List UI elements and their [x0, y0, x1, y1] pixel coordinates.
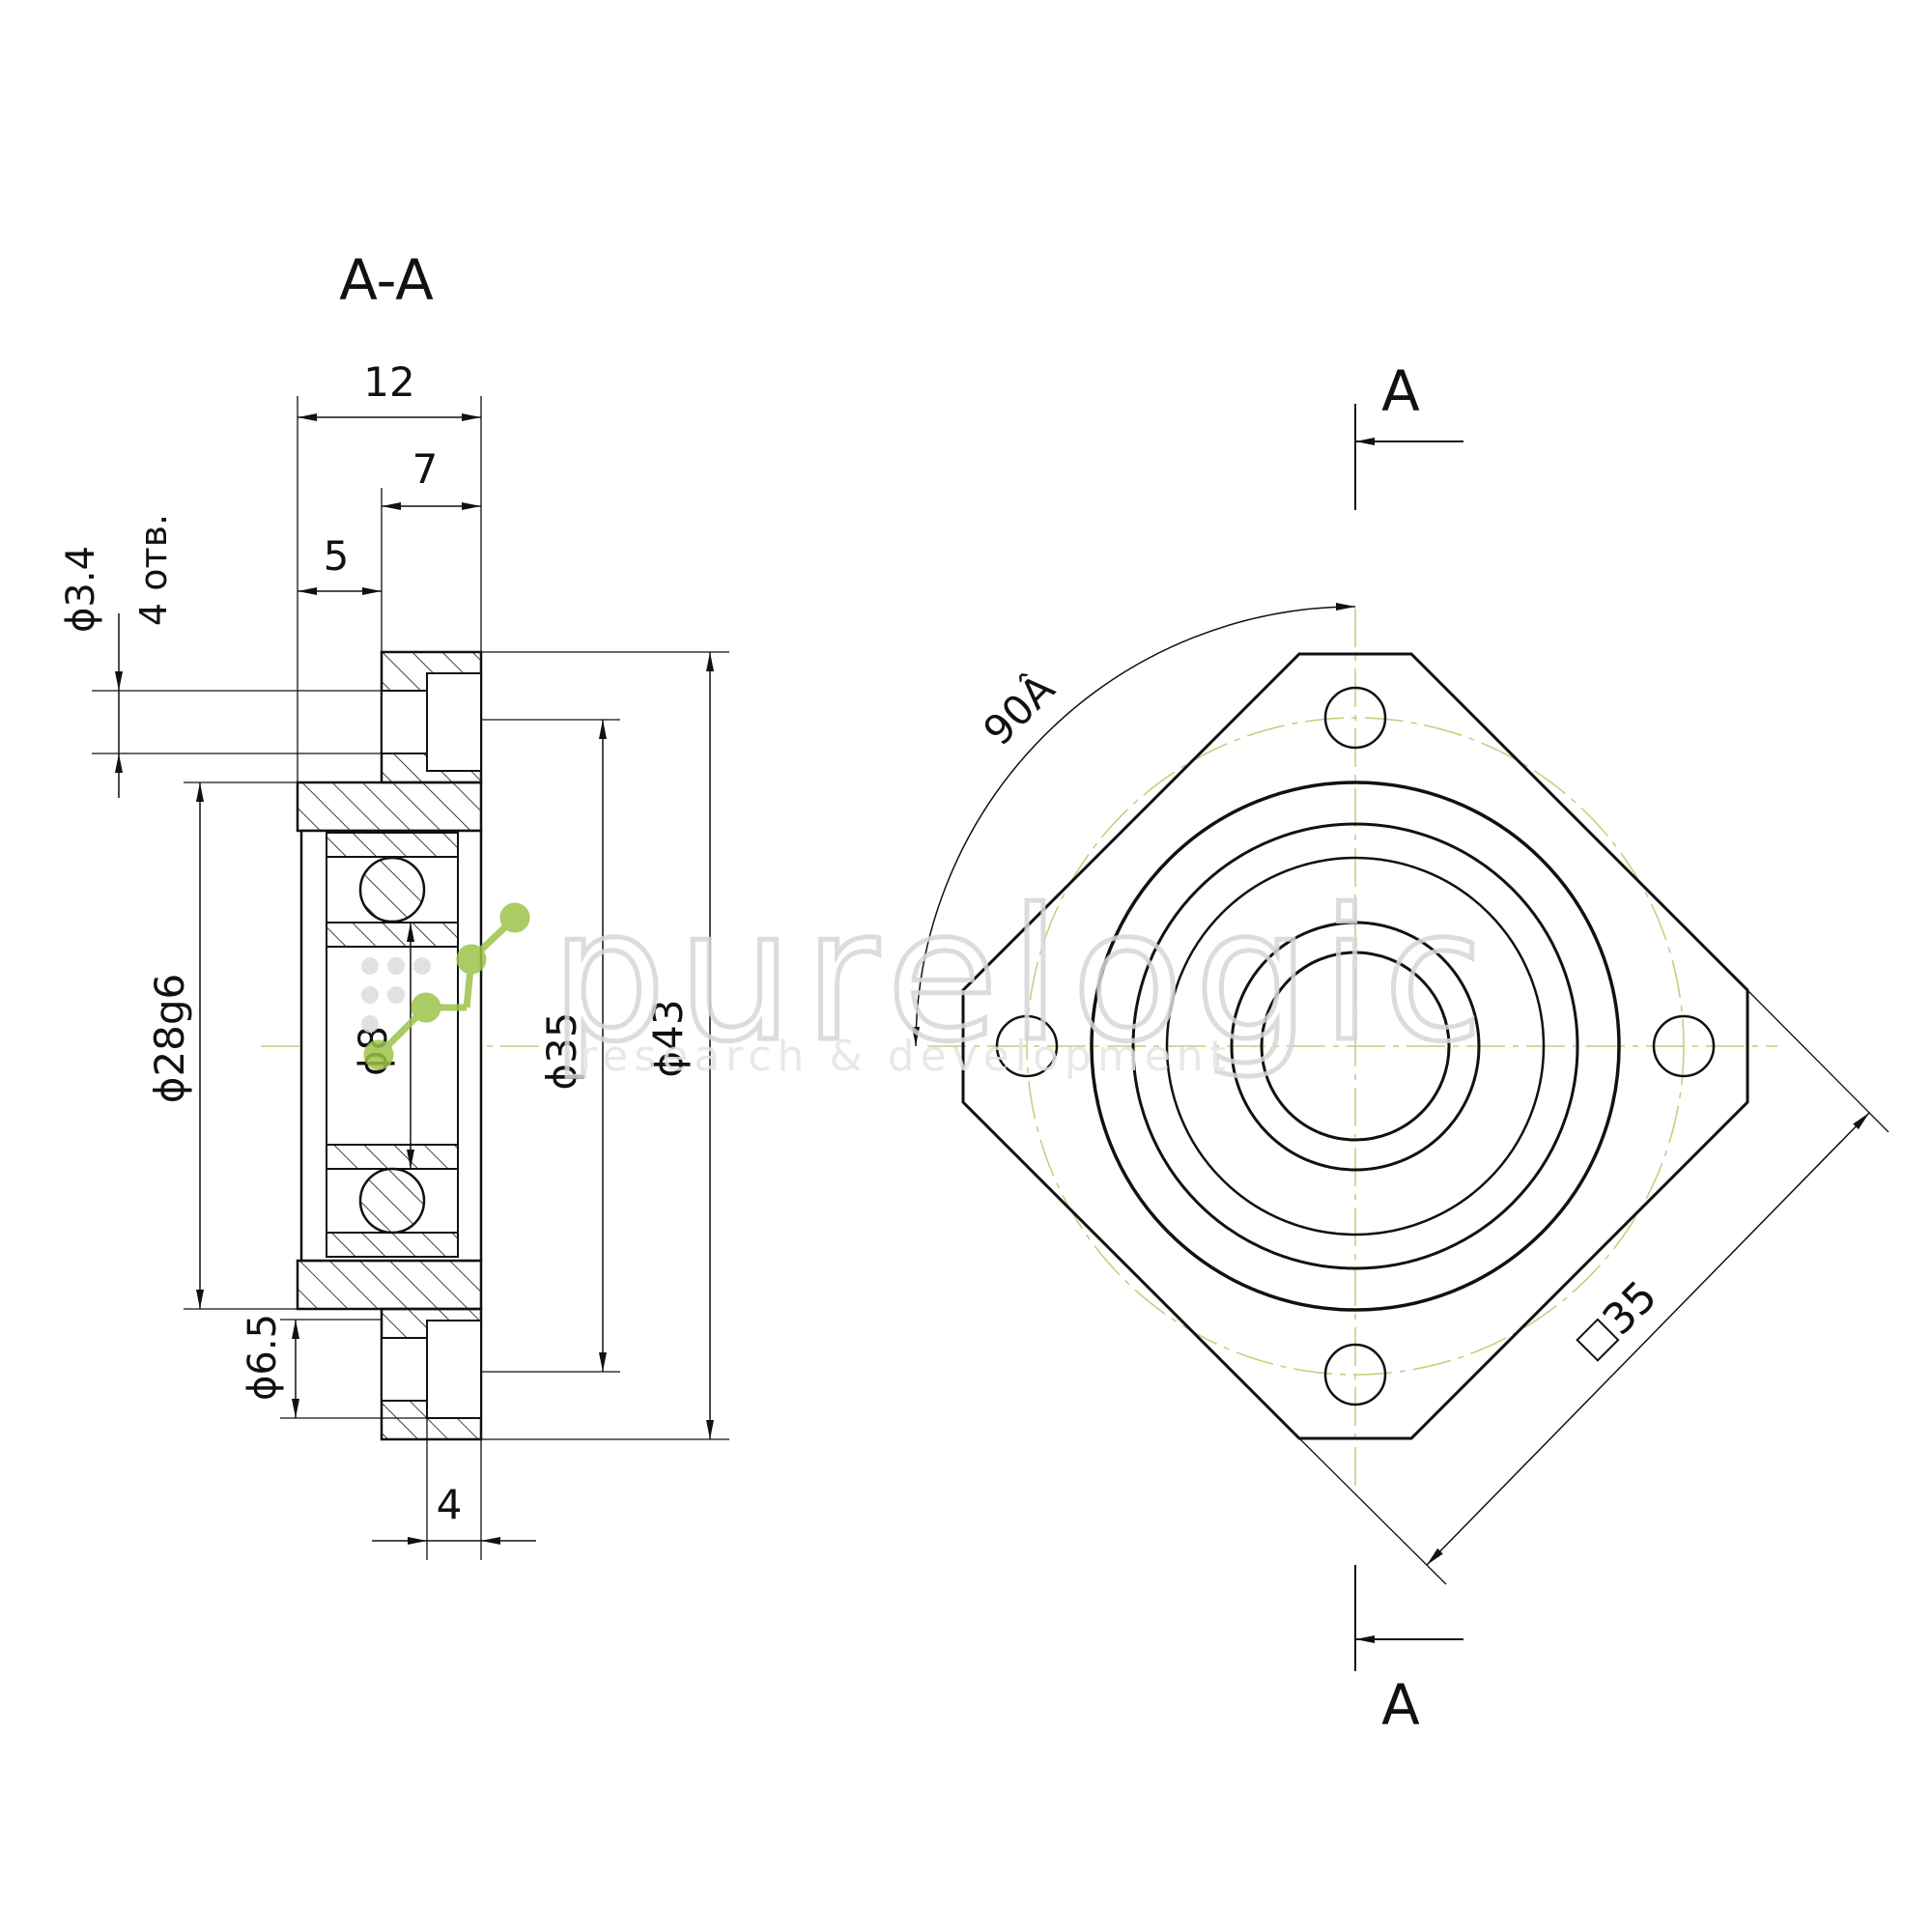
watermark-dots-icon: [361, 957, 431, 1033]
watermark: purelogic research & development: [361, 868, 1495, 1085]
bearing-ball-top: [358, 856, 426, 923]
bearing-outer-top: [326, 832, 459, 858]
mount-hole-e: [1652, 1014, 1716, 1078]
counterbore-top: [426, 672, 482, 772]
section-mark-top: A: [1381, 358, 1420, 424]
bearing-outer-ring: [1131, 822, 1579, 1270]
bearing-inner-bottom: [326, 1144, 459, 1170]
hub-bottom-hatch: [296, 1259, 483, 1311]
dim-hole-dia: ϕ3.4: [59, 546, 103, 633]
watermark-brand: purelogic: [551, 870, 1495, 1082]
bearing-inner-top: [326, 922, 459, 948]
bearing-inner-ring: [1230, 921, 1481, 1172]
square-dim-line: [1426, 1112, 1870, 1566]
bearing-cage-ring: [1165, 856, 1546, 1236]
dim-spigot-dia: ϕ28g6: [146, 974, 193, 1104]
watermark-logo-icon: [363, 902, 530, 1070]
dim-counterbore-dia: ϕ6.5: [241, 1314, 285, 1401]
hub-outer-ring: [1090, 781, 1621, 1312]
shaft-bore: [1260, 951, 1451, 1142]
dim-overall-width: 12: [363, 358, 414, 406]
dim-flange-thickness: 5: [324, 532, 350, 580]
dim-flange-to-face: 7: [412, 445, 439, 493]
section-dim-lines: [115, 413, 714, 1545]
watermark-tagline: research & development: [580, 1032, 1232, 1081]
bearing-ball-bottom: [358, 1167, 426, 1235]
square-symbol-icon: [1576, 1318, 1620, 1362]
bearing-outer-bottom: [326, 1232, 459, 1258]
square-value: 35: [1594, 1271, 1667, 1345]
front-view: A A 90Â 35: [912, 358, 1889, 1738]
dim-outer-dia: ϕ43: [644, 999, 692, 1077]
dim-hole-count: 4 отв.: [132, 514, 175, 626]
dim-hole-circle: ϕ35: [538, 1011, 585, 1090]
hub-top-hatch: [296, 781, 483, 833]
counterbore-bottom: [426, 1320, 482, 1419]
section-mark-bottom: A: [1381, 1672, 1420, 1738]
angle-arc: [912, 603, 1356, 1047]
section-view: A-A: [59, 247, 729, 1560]
mount-hole-s: [1323, 1343, 1387, 1406]
section-title: A-A: [339, 247, 434, 313]
section-extension-lines: [92, 396, 729, 1560]
mount-hole-top: [381, 690, 428, 754]
mount-hole-bottom: [381, 1337, 428, 1402]
dim-counterbore-depth: 4: [437, 1481, 463, 1528]
square-ext-lines: [1298, 989, 1889, 1585]
angle-label: 90Â: [974, 664, 1065, 754]
bolt-circle: [1026, 717, 1685, 1376]
square-dim-label: 35: [1576, 1271, 1667, 1362]
